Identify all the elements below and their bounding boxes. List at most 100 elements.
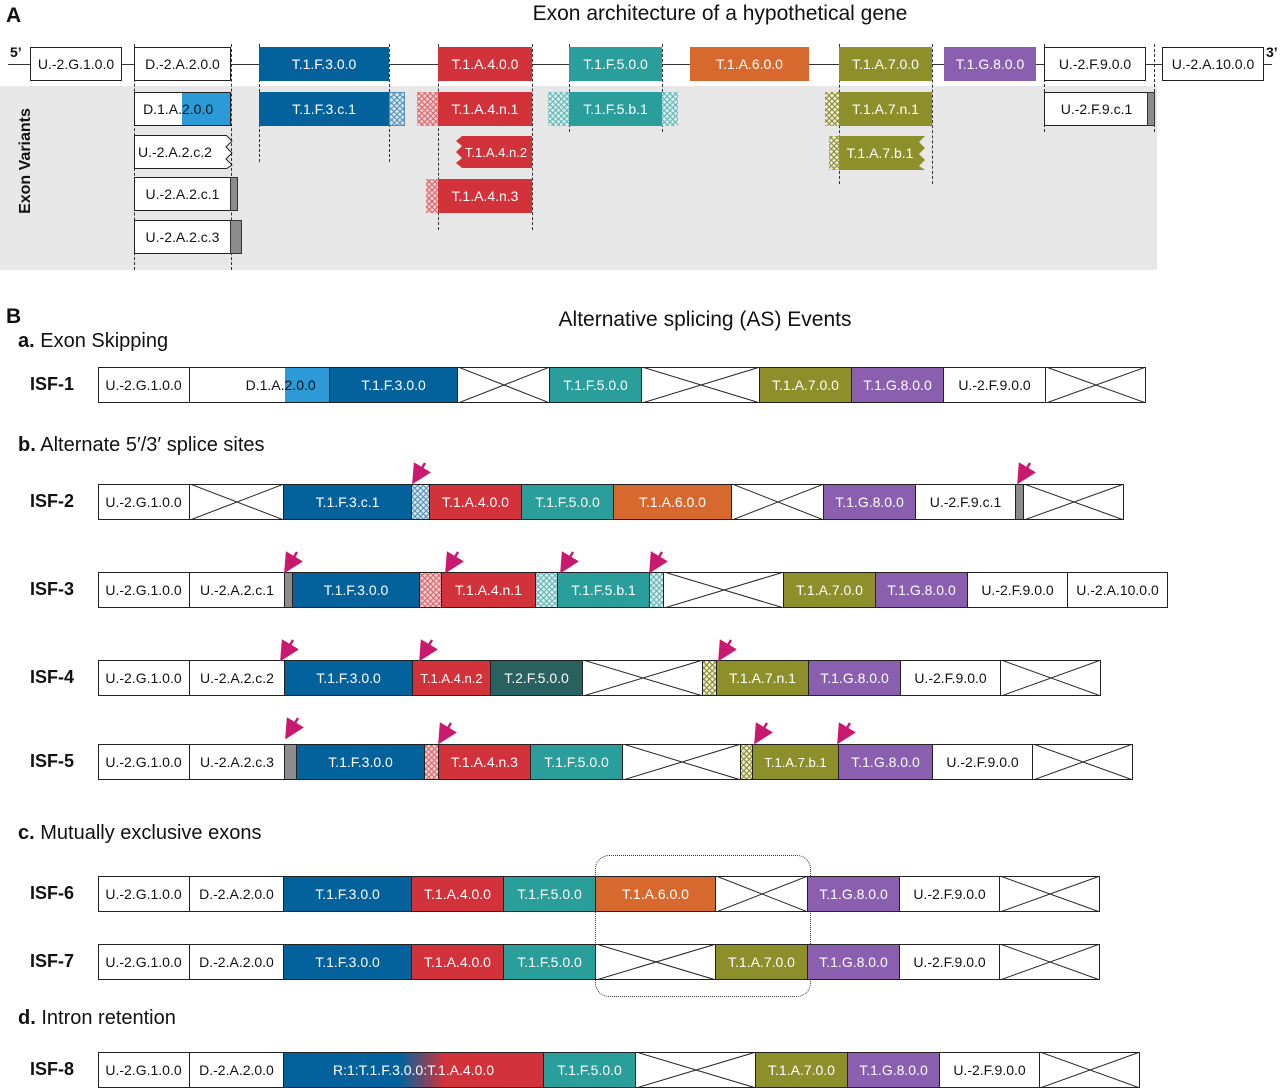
isoform-label: ISF-2 [30, 491, 75, 511]
gray-extension [1147, 92, 1155, 126]
section-title: Mutually exclusive exons [40, 822, 262, 844]
section-title: Intron retention [41, 1007, 176, 1029]
isoform-exon: T.1.G.8.0.0 [808, 876, 900, 912]
isoform-outline [98, 367, 1146, 403]
arrow-icon [285, 717, 305, 740]
panel-b-letter: B [6, 305, 22, 328]
isoform-label: ISF-1 [30, 374, 75, 394]
exon-label-part: D.1.A. [190, 367, 285, 403]
isoform-exon: U.-2.F.9.0.0 [944, 367, 1046, 403]
isoform-outline [98, 484, 1124, 520]
gray-extension [285, 744, 297, 780]
exon-t-1-f-5: T.1.F.5.0.0 [569, 47, 662, 81]
isoform-label: ISF-8 [30, 1059, 75, 1079]
isoform-label: ISF-7 [30, 951, 75, 971]
variant-t-1-a-4-n-2: T.1.A.4.n.2 [464, 144, 528, 160]
exon-t-1-a-4: T.1.A.4.0.0 [438, 47, 532, 81]
gray-extension [230, 177, 238, 211]
arrow-icon [718, 639, 738, 662]
isoform-label: ISF-3 [30, 579, 75, 599]
hatched-extension [741, 744, 753, 780]
arrow-icon [837, 722, 857, 745]
isoform-exon: D.1.A.2.0.0 [190, 367, 330, 403]
guide-line [532, 44, 533, 230]
guide-line [438, 44, 439, 230]
exon-t-1-g-8: T.1.G.8.0.0 [944, 47, 1036, 81]
variant-d-1-a-2: D.1.A. 2.0.0 [134, 92, 231, 126]
gray-extension [230, 220, 242, 254]
isoform-exon: D.-2.A.2.0.0 [190, 1052, 284, 1088]
hatched-extension [829, 136, 839, 170]
skipped-exon-cross-icon [190, 484, 284, 520]
skipped-exon-cross-icon [732, 484, 824, 520]
isoform-exon: T.2.F.5.0.0 [491, 660, 583, 696]
isoform-exon: T.1.F.5.b.1 [558, 572, 650, 608]
isoform-exon: T.1.G.8.0.0 [876, 572, 968, 608]
variant-u-2-a-2-c-1: U.-2.A.2.c.1 [134, 177, 230, 211]
isoform-exon: T.1.A.4.0.0 [430, 484, 522, 520]
variant-label-part: 2.0.0 [182, 93, 230, 125]
isoform-exon: T.1.F.3.0.0 [330, 367, 458, 403]
skipped-exon-cross-icon [1040, 1052, 1140, 1088]
variant-t-1-a-7-b-1: T.1.A.7.b.1 [846, 145, 914, 161]
isoform-exon: U.-2.G.1.0.0 [98, 944, 190, 980]
hatched-extension [650, 572, 664, 608]
isoform-exon: T.1.G.8.0.0 [808, 944, 900, 980]
variant-u-2-a-2-c-2: U.-2.A.2.c.2 [134, 135, 226, 169]
isoform-exon: U.-2.G.1.0.0 [98, 744, 190, 780]
arrow-icon [412, 462, 432, 485]
skipped-exon-cross-icon [1001, 660, 1101, 696]
isoform-exon: U.-2.F.9.0.0 [940, 1052, 1040, 1088]
skipped-exon-cross-icon [636, 1052, 756, 1088]
variant-u-2-f-9-c-1: U.-2.F.9.c.1 [1044, 92, 1148, 126]
isoform-exon: T.1.F.5.0.0 [504, 944, 596, 980]
exon-u-2-f-9: U.-2.F.9.0.0 [1044, 47, 1146, 81]
isoform-exon: T.1.A.7.b.1 [753, 744, 839, 780]
section-title: Alternate 5′/3′ splice sites [40, 434, 265, 456]
exon-variants-label: Exon Variants [17, 108, 34, 214]
hatched-extension [426, 179, 438, 213]
zigzag-edge-icon [225, 135, 233, 169]
variant-t-1-f-5-b-1: T.1.F.5.b.1 [569, 92, 662, 126]
hatched-extension [425, 744, 439, 780]
variant-t-1-a-4-n-3: T.1.A.4.n.3 [438, 179, 532, 213]
exon-d-2-a-2: D.-2.A.2.0.0 [134, 47, 231, 81]
arrow-icon [284, 551, 304, 574]
hatched-extension [536, 572, 558, 608]
skipped-exon-cross-icon [596, 944, 716, 980]
variant-t-1-a-7-b-1-shape [839, 136, 925, 170]
section-letter: d. [18, 1007, 36, 1029]
arrow-icon [649, 551, 669, 574]
isoform-exon: U.-2.A.10.0.0 [1068, 572, 1168, 608]
variant-t-1-a-7-n-1: T.1.A.7.n.1 [839, 92, 932, 126]
section-letter: b. [18, 434, 36, 456]
isoform-label: ISF-5 [30, 751, 75, 771]
guide-line [1044, 44, 1045, 132]
variant-t-1-a-4-n-2-shape [456, 136, 532, 168]
hatched-extension [703, 660, 717, 696]
isoform-outline [98, 572, 1168, 608]
isoform-exon: U.-2.F.9.0.0 [900, 944, 1000, 980]
isoform-exon: T.1.F.5.0.0 [544, 1052, 636, 1088]
isoform-exon: U.-2.F.9.0.0 [900, 876, 1000, 912]
arrow-icon [1017, 462, 1037, 485]
isoform-label: ISF-4 [30, 667, 75, 687]
guide-line [231, 44, 232, 270]
isoform-exon: U.-2.G.1.0.0 [98, 484, 190, 520]
isoform-outline [98, 876, 1100, 912]
isoform-outline [98, 1052, 1140, 1088]
isoform-outline [98, 660, 1101, 696]
isoform-exon: U.-2.G.1.0.0 [98, 572, 190, 608]
arrow-icon [754, 722, 774, 745]
isoform-exon: T.1.A.7.0.0 [760, 367, 852, 403]
isoform-exon: U.-2.G.1.0.0 [98, 1052, 190, 1088]
skipped-exon-cross-icon [664, 572, 784, 608]
guide-line [932, 44, 933, 184]
isoform-exon: T.1.F.5.0.0 [504, 876, 596, 912]
isoform-exon: T.1.F.3.0.0 [284, 944, 412, 980]
exon-t-1-f-3: T.1.F.3.0.0 [259, 47, 389, 81]
isoform-exon: T.1.A.7.0.0 [716, 944, 808, 980]
isoform-exon: T.1.A.4.0.0 [412, 944, 504, 980]
isoform-exon: U.-2.G.1.0.0 [98, 660, 190, 696]
variant-t-1-a-4-n-1: T.1.A.4.n.1 [438, 92, 532, 126]
